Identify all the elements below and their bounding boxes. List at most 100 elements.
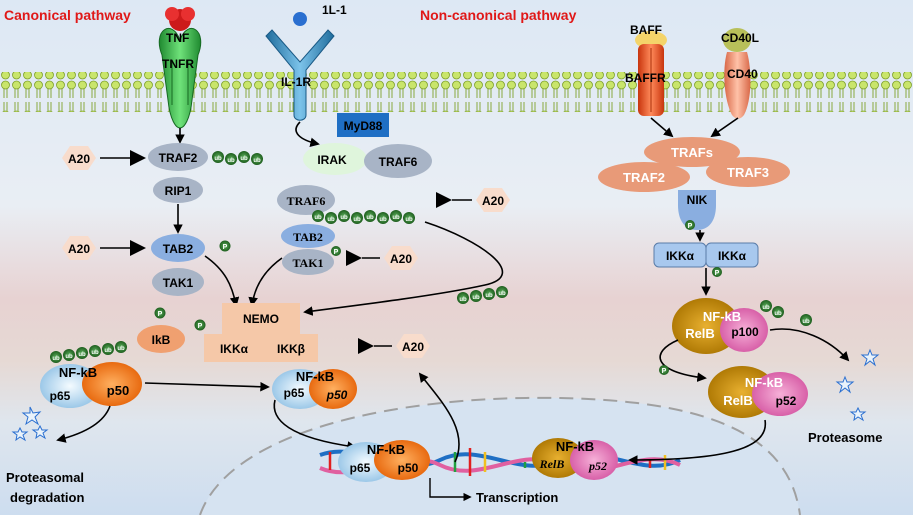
a20-inhibitor-ikk: A20: [358, 334, 430, 358]
cd40-receptor: [723, 28, 751, 119]
ub-chain-p100: ub ub ub: [760, 300, 812, 326]
relb-dna-node: [532, 438, 584, 478]
nfkb-dna-label: NF-kB: [367, 442, 405, 457]
svg-text:ub: ub: [392, 215, 400, 221]
tab2-canonical-label: TAB2: [163, 242, 194, 256]
rip1-node: [153, 177, 203, 203]
baffr-receptor: [635, 31, 667, 116]
irak-node: [303, 143, 367, 175]
il1r-receptor: [265, 12, 335, 121]
p52-dna-label: p52: [588, 459, 607, 473]
svg-text:ub: ub: [340, 215, 348, 221]
p100-node: [720, 308, 768, 352]
svg-text:ub: ub: [104, 348, 112, 354]
svg-text:ub: ub: [52, 356, 60, 362]
ikb-label: IkB: [152, 333, 171, 347]
phos-ikb-1: [154, 307, 166, 319]
tnfr-receptor: [158, 7, 202, 129]
traf6-lower-node: [277, 185, 335, 215]
traf2-noncanonical-node: [598, 162, 690, 192]
phos-nik: [685, 220, 695, 230]
ikka-right-node: [705, 242, 759, 268]
svg-text:ub: ub: [314, 215, 322, 221]
p52-label: p52: [776, 394, 797, 408]
svg-text:ub: ub: [78, 352, 86, 358]
tab2-il1-label: TAB2: [293, 230, 323, 244]
il1-ligand: [293, 12, 307, 26]
tnfr-label: TNFR: [162, 57, 194, 71]
ub-chain-free: ub ub ub ub: [457, 286, 508, 304]
proteasome-fragments-right: [835, 348, 880, 422]
svg-text:ub: ub: [802, 319, 810, 325]
tab2-il1-node: [281, 224, 335, 248]
il1-label: 1L-1: [322, 3, 347, 17]
a20-inhibitor-ub: A20: [436, 188, 510, 212]
svg-text:P: P: [688, 223, 693, 230]
a20-inhibitor-traf2: A20: [62, 146, 146, 170]
tak1-il1-label: TAK1: [292, 256, 323, 270]
tak1-il1-node: [282, 249, 334, 275]
traf6-il1-label: TRAF6: [379, 155, 418, 169]
arrow-tak1-nemo: [248, 257, 283, 307]
svg-text:P: P: [198, 323, 203, 330]
phos-ikb-2: [194, 319, 206, 331]
svg-text:A20: A20: [482, 194, 504, 208]
svg-text:P: P: [662, 368, 667, 375]
ikka-canonical-label: IKKα: [220, 342, 249, 356]
svg-text:ub: ub: [459, 297, 467, 303]
arrow-tab2-nemo: [204, 255, 240, 307]
relb-dna-label: RelB: [539, 457, 565, 471]
nik-label: NIK: [687, 193, 708, 207]
arrow-baffr-trafs: [650, 117, 674, 138]
svg-text:P: P: [223, 244, 228, 251]
p50-dna-label: p50: [398, 461, 419, 475]
svg-text:ub: ub: [498, 291, 506, 297]
svg-text:P: P: [715, 270, 720, 277]
nucleus-envelope: [199, 396, 801, 515]
il1r-label: IL-1R: [281, 75, 311, 89]
arrow-cd40-trafs: [710, 117, 739, 138]
cd40l-label: CD40L: [721, 31, 759, 45]
ikb-node: [137, 325, 185, 353]
svg-text:ub: ub: [65, 354, 73, 360]
a20-inhibitor-tab2: A20: [62, 236, 146, 260]
arrow-nfkb-free: [144, 381, 270, 392]
p50-dna-node: [374, 440, 430, 480]
nemo-label: NEMO: [243, 312, 279, 326]
nfkb-p100-label: NF-kB: [703, 309, 741, 324]
p52-dna-node: [570, 440, 618, 480]
trafs-label: TRAFs: [671, 145, 713, 160]
irak-label: IRAK: [317, 153, 347, 167]
svg-text:ub: ub: [214, 156, 222, 162]
traf2-canonical-label: TRAF2: [159, 151, 198, 165]
cd40-label: CD40: [727, 67, 758, 81]
arrow-il1r-irak: [295, 121, 320, 148]
tak1-canonical-node: [152, 268, 204, 296]
svg-text:ub: ub: [240, 156, 248, 162]
svg-text:A20: A20: [68, 242, 90, 256]
baff-label: BAFF: [630, 23, 662, 37]
p50-left-label: p50: [107, 383, 129, 398]
ub-chain-traf2: ub ub ub ub: [212, 151, 263, 165]
tab2-canonical-node: [151, 234, 205, 262]
phos-tab2: [219, 240, 231, 252]
ikka-left-label: IKKα: [666, 249, 695, 263]
traf2-noncanonical-label: TRAF2: [623, 170, 665, 185]
svg-text:ub: ub: [353, 217, 361, 223]
ikkb-label: IKKβ: [277, 342, 305, 356]
arrow-p52-nucleus: [628, 419, 767, 465]
p100-label: p100: [731, 325, 759, 339]
svg-text:ub: ub: [253, 158, 261, 164]
svg-text:ub: ub: [762, 305, 770, 311]
svg-text:P: P: [158, 311, 163, 318]
noncanonical-heading: Non-canonical pathway: [420, 7, 577, 23]
p50-mid-node: [309, 369, 357, 409]
phos-tak1: [331, 246, 341, 256]
svg-text:ub: ub: [91, 350, 99, 356]
svg-text:ub: ub: [472, 295, 480, 301]
p52-node: [752, 372, 808, 416]
proteasomal-label: Proteasomal: [6, 470, 84, 485]
arrow-feedback-a20: [418, 372, 460, 463]
ub-chain-nfkb: ub ub ub ub ub ub: [50, 341, 127, 363]
